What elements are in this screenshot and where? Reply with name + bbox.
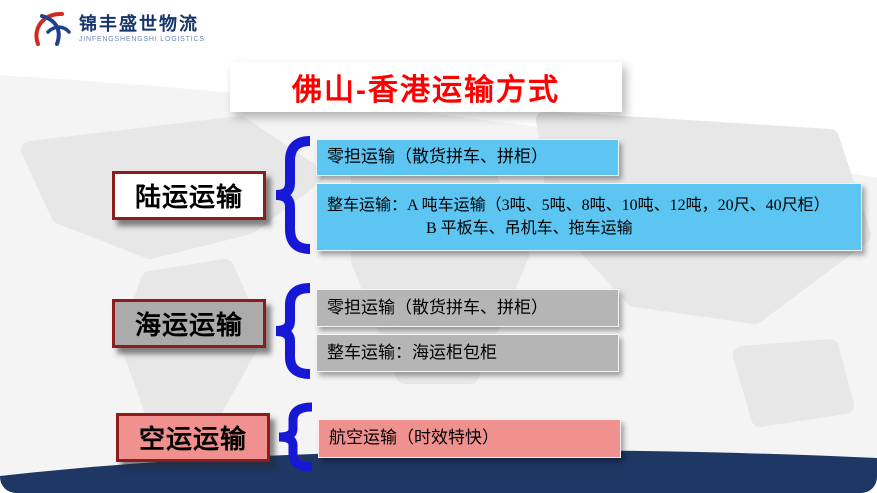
item-text: 航空运输（时效特快） (329, 428, 499, 448)
item-text-line2: B 平板车、吊机车、拖车运输 (426, 220, 633, 237)
item-text: 零担运输（散货拼车、拼柜） (327, 147, 548, 167)
title-box: 佛山-香港运输方式 (230, 62, 622, 112)
item-sea-ftl: 整车运输：海运柜包柜 (316, 334, 619, 372)
logo-text-block: 锦丰盛世物流 JINFENGSHENGSHI LOGISTICS (79, 14, 205, 43)
category-land-transport: 陆运运输 (112, 171, 266, 220)
category-sea-label: 海运运输 (134, 311, 243, 340)
item-sea-ltl: 零担运输（散货拼车、拼柜） (316, 289, 619, 327)
item-text: 零担运输（散货拼车、拼柜） (327, 297, 548, 317)
brace-sea-icon (275, 283, 311, 379)
company-name-en: JINFENGSHENGSHI LOGISTICS (79, 35, 205, 43)
category-land-label: 陆运运输 (134, 183, 243, 212)
logo: 锦丰盛世物流 JINFENGSHENGSHI LOGISTICS (28, 8, 205, 48)
category-air-transport: 空运运输 (116, 413, 270, 462)
slide-title: 佛山-香港运输方式 (292, 74, 560, 107)
company-name: 锦丰盛世物流 (79, 13, 199, 34)
item-text: 整车运输：海运柜包柜 (327, 342, 497, 362)
category-air-label: 空运运输 (138, 425, 247, 454)
brace-land-icon (275, 136, 311, 254)
item-land-ftl: 整车运输：A 吨车运输（3吨、5吨、8吨、10吨、12吨，20尺、40尺柜） B… (316, 183, 862, 251)
item-air-express: 航空运输（时效特快） (318, 419, 621, 458)
item-land-ltl: 零担运输（散货拼车、拼柜） (316, 139, 619, 176)
category-sea-transport: 海运运输 (112, 299, 266, 348)
logo-icon (34, 12, 71, 46)
item-text-line1: 整车运输：A 吨车运输（3吨、5吨、8吨、10吨、12吨，20尺、40尺柜） (327, 196, 830, 214)
brace-air-icon (278, 402, 313, 472)
